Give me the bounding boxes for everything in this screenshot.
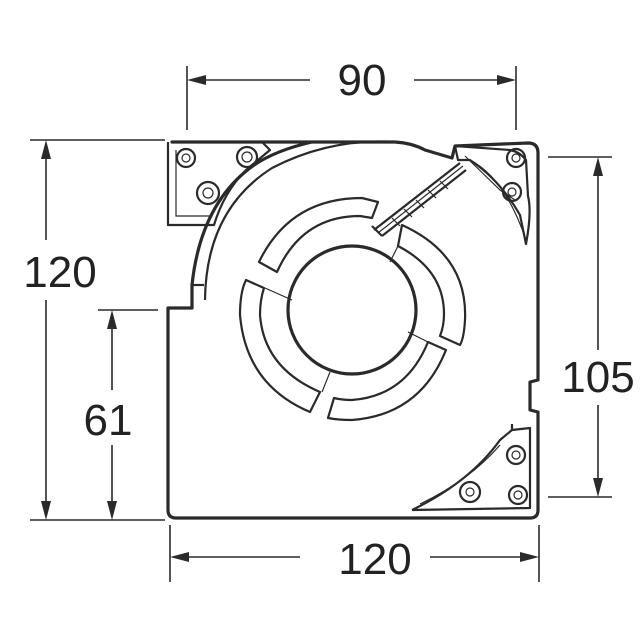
fan-housing [166, 140, 540, 520]
outer-ring-segment-left [238, 278, 322, 414]
mounting-hole-top-left-c [195, 180, 221, 206]
dimension-left-height: 120 [23, 139, 165, 521]
dimension-label-right-height: 105 [561, 353, 634, 402]
outer-ring-segment-right [396, 223, 467, 347]
dimension-label-left-inner-height: 61 [84, 396, 133, 445]
motor-hub [286, 244, 418, 376]
mounting-hole-top-right-b [501, 181, 523, 203]
mounting-hole-top-left-b [235, 145, 259, 169]
bottom-right-mount-bracket [411, 426, 532, 512]
scroll-wall [203, 140, 396, 301]
mounting-hole-top-right-a [505, 147, 527, 169]
dimension-top-width: 90 [186, 56, 517, 130]
mounting-holes [175, 145, 529, 506]
dimension-label-bottom-width: 120 [338, 535, 411, 584]
mounting-hole-bottom-right-c [507, 484, 529, 506]
dimension-left-inner-height: 61 [84, 309, 158, 520]
impeller-assembly [238, 196, 467, 422]
mounting-hole-bottom-right-b [458, 480, 482, 504]
mounting-hole-bottom-right-a [505, 444, 527, 466]
top-right-mount-bracket [453, 144, 531, 246]
dimension-right-height: 105 [548, 156, 635, 498]
top-left-mount-flange [166, 141, 272, 227]
dimension-label-left-height: 120 [23, 248, 96, 297]
outer-ring-segment-bottom [326, 340, 448, 422]
outer-ring-segment-top [257, 196, 380, 274]
mounting-hole-top-left-a [175, 147, 197, 169]
lead-wires [371, 162, 467, 237]
dimension-bottom-width: 120 [169, 525, 540, 584]
dimension-label-top-width: 90 [338, 56, 387, 105]
